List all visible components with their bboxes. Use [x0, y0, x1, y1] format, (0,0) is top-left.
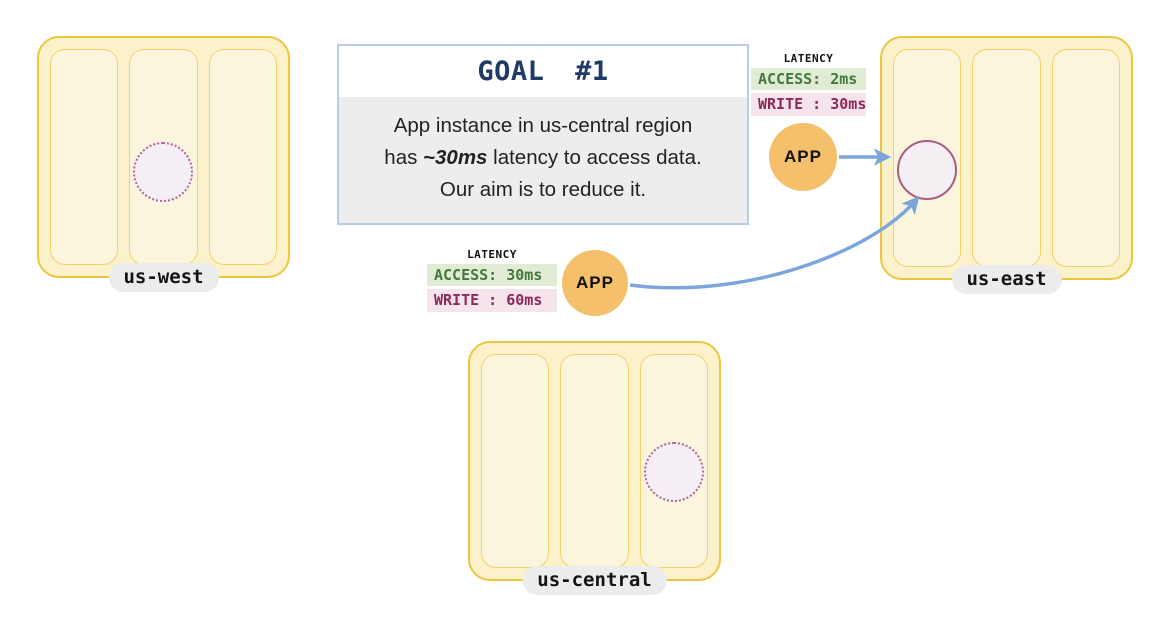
access-latency-badge: ACCESS: 2ms [751, 68, 866, 91]
server-rack [50, 49, 119, 265]
goal-callout-box: GOAL #1 App instance in us-central regio… [337, 44, 749, 225]
write-latency-badge: WRITE : 30ms [751, 93, 866, 116]
goal-latency-emphasis: ~30ms [423, 145, 488, 169]
goal-line-1: App instance in us-central region [393, 114, 693, 137]
latency-heading: LATENCY [467, 248, 517, 261]
region-label-us-west: us-west [108, 263, 219, 292]
latency-panel-east: LATENCY ACCESS: 2ms WRITE : 30ms [751, 52, 866, 119]
region-label-us-east: us-east [951, 265, 1062, 294]
goal-line-3: Our aim is to reduce it. [439, 177, 647, 201]
server-rack [560, 354, 629, 568]
region-label-us-central: us-central [522, 566, 667, 595]
server-rack [1051, 49, 1120, 267]
latency-panel-central: LATENCY ACCESS: 30ms WRITE : 60ms [427, 248, 557, 315]
goal-title: GOAL #1 [477, 56, 609, 87]
server-rack [972, 49, 1041, 267]
server-rack [481, 354, 550, 568]
app-label: APP [784, 147, 822, 166]
region-us-west: us-west [37, 36, 290, 292]
database-primary-circle [897, 140, 958, 200]
app-node-east: APP [769, 123, 837, 191]
database-replica-dotted-circle [133, 142, 194, 202]
region-us-east: us-east [880, 36, 1133, 294]
server-rack [639, 354, 708, 568]
server-rack [208, 49, 277, 265]
server-rack [129, 49, 198, 265]
latency-heading: LATENCY [783, 52, 834, 65]
app-node-central: APP [562, 250, 628, 316]
app-label: APP [576, 273, 614, 292]
write-latency-badge: WRITE : 60ms [427, 289, 557, 312]
region-us-central: us-central [468, 341, 721, 595]
goal-body-text: App instance in us-central region has ~3… [339, 97, 747, 223]
access-latency-badge: ACCESS: 30ms [427, 264, 557, 287]
server-rack [893, 49, 962, 267]
goal-header: GOAL #1 [339, 46, 747, 97]
database-replica-dotted-circle [643, 442, 704, 502]
goal-line-2: has ~30ms latency to access data. [384, 145, 702, 169]
